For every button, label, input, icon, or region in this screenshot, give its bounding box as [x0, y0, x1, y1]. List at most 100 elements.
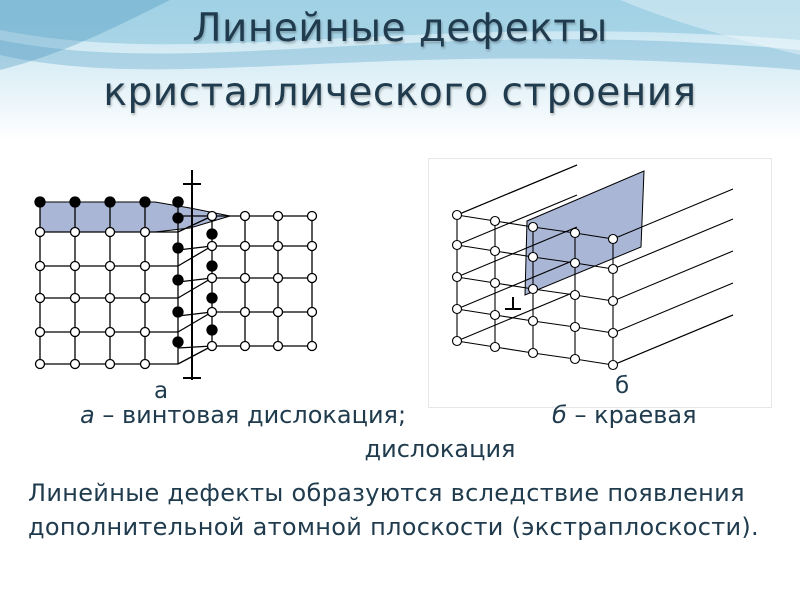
lattice-bond	[177, 345, 213, 365]
atom-open	[69, 226, 81, 238]
atom-open	[451, 271, 463, 283]
atom-open	[69, 260, 81, 272]
atom-filled	[172, 212, 184, 224]
lattice-depth-line	[456, 194, 578, 246]
figure-screw-dislocation: а	[20, 170, 338, 404]
lattice-depth-line	[612, 218, 734, 270]
lattice-depth-line	[612, 188, 734, 240]
atom-open	[239, 306, 251, 318]
atom-filled	[172, 306, 184, 318]
lattice-depth-line	[612, 250, 734, 302]
atom-open	[239, 240, 251, 252]
atom-open	[272, 340, 284, 352]
atom-open	[527, 347, 539, 359]
caption-a-letter: а	[80, 401, 95, 429]
atom-open	[569, 353, 581, 365]
atom-open	[206, 340, 218, 352]
atom-open	[104, 358, 116, 370]
screw-dislocation-diagram	[34, 170, 318, 380]
atom-open	[104, 292, 116, 304]
slide-title-line1: Линейные дефекты	[192, 6, 608, 51]
atom-open	[607, 327, 619, 339]
header-wave-background	[0, 0, 800, 140]
atom-open	[34, 226, 46, 238]
crystal-lattice	[451, 164, 734, 371]
atom-open	[206, 210, 218, 222]
body-text: Линейные дефекты образуются вследствие п…	[28, 479, 759, 541]
atom-filled	[34, 196, 46, 208]
atom-open	[139, 226, 151, 238]
atom-filled	[206, 228, 218, 240]
caption-b-text: – краевая	[566, 401, 697, 429]
atom-open	[69, 292, 81, 304]
atom-open	[104, 260, 116, 272]
atom-open	[489, 245, 501, 257]
lattice-depth-line	[612, 314, 734, 366]
lattice-bond	[177, 311, 213, 317]
figure-caption: а – винтовая дислокация; б – краевая дис…	[60, 398, 780, 466]
atom-open	[527, 315, 539, 327]
atom-filled	[104, 196, 116, 208]
lattice-bond	[177, 311, 213, 333]
caption-a-text: – винтовая дислокация;	[94, 401, 407, 429]
lattice-bond	[177, 245, 213, 267]
atom-open	[139, 260, 151, 272]
atom-open	[206, 272, 218, 284]
atom-open	[607, 263, 619, 275]
atom-open	[451, 209, 463, 221]
shaded-plane	[39, 201, 231, 233]
atom-open	[69, 326, 81, 338]
lattice-depth-line	[612, 282, 734, 334]
atom-filled	[206, 324, 218, 336]
atom-filled	[69, 196, 81, 208]
atom-filled	[139, 196, 151, 208]
atom-open	[239, 272, 251, 284]
caption-b: б – краевая	[552, 398, 697, 432]
lattice-depth-line	[456, 258, 578, 310]
atom-filled	[172, 196, 184, 208]
atom-open	[607, 233, 619, 245]
figure-edge-dislocation: б	[428, 158, 772, 408]
atom-open	[206, 240, 218, 252]
atom-filled	[206, 292, 218, 304]
atom-open	[569, 289, 581, 301]
atom-open	[69, 358, 81, 370]
atom-open	[306, 210, 318, 222]
atom-filled	[172, 242, 184, 254]
lattice-grid	[34, 196, 318, 370]
atom-open	[104, 226, 116, 238]
edge-dislocation-diagram	[451, 164, 734, 371]
atom-open	[272, 272, 284, 284]
atom-open	[451, 335, 463, 347]
atom-open	[306, 306, 318, 318]
atom-open	[272, 240, 284, 252]
lattice-depth-line	[456, 164, 578, 216]
lattice-depth-line	[456, 290, 578, 342]
atom-open	[527, 283, 539, 295]
atom-open	[569, 321, 581, 333]
atom-open	[206, 306, 218, 318]
atom-open	[239, 210, 251, 222]
atom-open	[607, 359, 619, 371]
atom-open	[34, 326, 46, 338]
atom-open	[104, 326, 116, 338]
atom-open	[527, 221, 539, 233]
atom-open	[306, 272, 318, 284]
atom-open	[34, 260, 46, 272]
atom-open	[489, 341, 501, 353]
atom-open	[489, 215, 501, 227]
lattice-depth-line	[456, 226, 578, 278]
atom-open	[451, 239, 463, 251]
lattice-bond	[177, 277, 213, 299]
atom-open	[139, 358, 151, 370]
lattice-bond	[177, 245, 213, 251]
caption-continuation: дислокация	[364, 435, 516, 463]
figure-a-letter: а	[154, 378, 169, 404]
atom-open	[139, 326, 151, 338]
atom-filled	[206, 260, 218, 272]
atom-open	[527, 251, 539, 263]
caption-b-letter: б	[552, 401, 567, 429]
atom-open	[34, 292, 46, 304]
atom-open	[272, 306, 284, 318]
lattice-bond	[177, 345, 213, 349]
